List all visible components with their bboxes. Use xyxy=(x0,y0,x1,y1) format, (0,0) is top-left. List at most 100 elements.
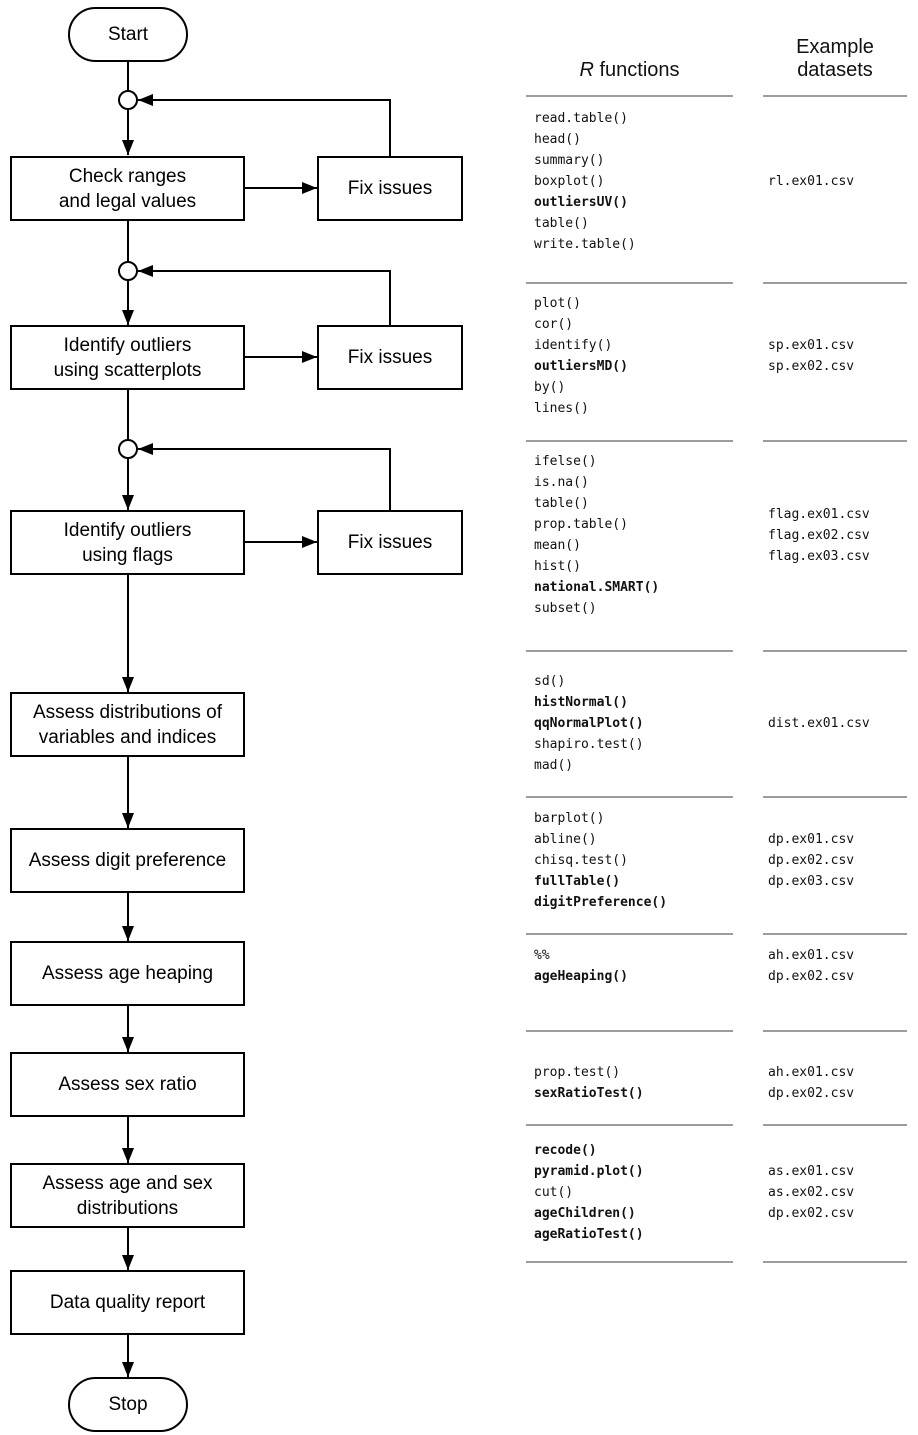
flowchart-step-data-quality-report: Data quality report xyxy=(10,1270,245,1335)
functions-list-stack: barplot()abline()chisq.test()fullTable()… xyxy=(534,808,733,913)
section-separator xyxy=(526,933,733,935)
r-function-item: ageChildren() xyxy=(534,1206,636,1221)
fix-issues-box-1: Fix issues xyxy=(317,156,463,221)
dataset-item: as.ex02.csv xyxy=(768,1185,855,1200)
functions-column-header: R functions xyxy=(526,59,733,82)
datasets-list-stack: sp.ex01.csv sp.ex02.csv xyxy=(768,335,907,377)
r-function-item: qqNormalPlot() xyxy=(534,715,644,731)
fix-issues-box-3: Fix issues xyxy=(317,510,463,575)
r-function-item: table() xyxy=(534,216,589,231)
functions-list: plot()cor()identify()outliersMD()by()lin… xyxy=(526,282,733,440)
loop-junction-circles xyxy=(118,90,138,459)
r-function-item: boxplot() xyxy=(534,174,605,189)
dataset-item: dist.ex01.csv xyxy=(768,715,870,731)
section-separator xyxy=(763,796,907,798)
flowchart-step-assess-age-sex: Assess age and sex distributions xyxy=(10,1163,245,1228)
flowchart-step-check-ranges: Check ranges and legal values xyxy=(10,156,245,221)
r-function-item: mean() xyxy=(534,538,581,553)
datasets-list: dp.ex01.csv dp.ex02.csv dp.ex03.csv xyxy=(763,796,907,933)
section-separator xyxy=(763,282,907,284)
r-function-item: fullTable() xyxy=(534,874,621,889)
dataset-item: sp.ex02.csv xyxy=(768,359,855,374)
dataset-item: flag.ex01.csv xyxy=(768,506,870,522)
section-separator xyxy=(763,1261,907,1263)
datasets-list-stack: ah.ex01.csv dp.ex02.csv xyxy=(768,945,907,987)
r-function-item: lines() xyxy=(534,401,589,416)
r-function-item: ageRatioTest() xyxy=(534,1227,644,1242)
dataset-item: dp.ex02.csv xyxy=(768,1206,855,1221)
functions-list-stack: ifelse()is.na()table()prop.table()mean()… xyxy=(534,451,733,619)
flowchart-stop-node: Stop xyxy=(68,1377,188,1432)
section-separator xyxy=(526,650,733,652)
r-function-item: outliersMD() xyxy=(534,359,628,374)
flowchart-step-outliers-scatterplots: Identify outliers using scatterplots xyxy=(10,325,245,390)
functions-header-italic-r: R xyxy=(579,59,594,81)
section-separator xyxy=(763,1030,907,1032)
r-function-item: sexRatioTest() xyxy=(534,1086,644,1101)
dataset-item: sp.ex01.csv xyxy=(768,338,855,353)
datasets-list: sp.ex01.csv sp.ex02.csv xyxy=(763,282,907,440)
datasets-header-line1: Example xyxy=(796,36,874,58)
r-function-item: by() xyxy=(534,380,566,395)
flowchart-start-node: Start xyxy=(68,7,188,62)
dataset-item: dp.ex02.csv xyxy=(768,968,855,984)
r-function-item: abline() xyxy=(534,832,597,847)
r-function-item: mad() xyxy=(534,757,574,773)
datasets-list-stack: dp.ex01.csv dp.ex02.csv dp.ex03.csv xyxy=(768,829,907,892)
junction-circle xyxy=(118,90,138,110)
datasets-list-stack: rl.ex01.csv xyxy=(768,171,907,192)
dataset-item: dp.ex03.csv xyxy=(768,874,855,889)
dataset-item: ah.ex01.csv xyxy=(768,947,855,963)
functions-list-stack: sd()histNormal()qqNormalPlot()shapiro.te… xyxy=(534,671,733,776)
dataset-item: flag.ex03.csv xyxy=(768,548,870,564)
r-function-item: sd() xyxy=(534,673,566,689)
section-separator xyxy=(763,95,907,97)
r-function-item: ageHeaping() xyxy=(534,968,628,984)
functions-list: barplot()abline()chisq.test()fullTable()… xyxy=(526,796,733,933)
dataset-item: dp.ex02.csv xyxy=(768,853,855,868)
flowchart-step-outliers-flags: Identify outliers using flags xyxy=(10,510,245,575)
r-function-item: pyramid.plot() xyxy=(534,1164,644,1179)
functions-list: prop.test() sexRatioTest() xyxy=(526,1030,733,1124)
r-function-item: cut() xyxy=(534,1185,574,1200)
dataset-item: flag.ex02.csv xyxy=(768,527,870,543)
r-function-item: summary() xyxy=(534,153,605,168)
flowchart-connectors xyxy=(118,62,391,1377)
datasets-list: flag.ex01.csv flag.ex02.csv flag.ex03.csv xyxy=(763,440,907,650)
r-function-item: digitPreference() xyxy=(534,895,668,910)
functions-header-rest: functions xyxy=(599,59,680,81)
functions-list-stack: plot()cor()identify()outliersMD()by()lin… xyxy=(534,293,733,419)
datasets-list: dist.ex01.csv xyxy=(763,650,907,796)
r-function-item: prop.test() xyxy=(534,1065,621,1080)
section-separator xyxy=(526,1030,733,1032)
connector-lines xyxy=(122,62,391,1377)
junction-circle xyxy=(118,261,138,281)
section-separator xyxy=(763,650,907,652)
datasets-column-header: Example datasets xyxy=(763,36,907,82)
junction-circle xyxy=(118,439,138,459)
r-function-item: table() xyxy=(534,496,589,511)
datasets-header-line2: datasets xyxy=(797,59,873,81)
r-function-item: histNormal() xyxy=(534,694,628,710)
r-function-item: recode() xyxy=(534,1143,597,1158)
section-separator xyxy=(526,95,733,97)
section-separator xyxy=(763,1124,907,1126)
functions-list-stack: %%ageHeaping() xyxy=(534,945,733,987)
functions-list-stack: prop.test() sexRatioTest() xyxy=(534,1062,733,1104)
functions-list: sd()histNormal()qqNormalPlot()shapiro.te… xyxy=(526,650,733,796)
r-function-item: cor() xyxy=(534,317,574,332)
r-function-item: outliersUV() xyxy=(534,195,628,210)
dataset-item: dp.ex01.csv xyxy=(768,832,855,847)
functions-list: %%ageHeaping() xyxy=(526,933,733,1030)
dataset-item: dp.ex02.csv xyxy=(768,1086,855,1101)
section-separator xyxy=(763,933,907,935)
r-function-item: ifelse() xyxy=(534,454,597,469)
flowchart-step-assess-age-heaping: Assess age heaping xyxy=(10,941,245,1006)
section-separator xyxy=(526,1124,733,1126)
r-function-item: plot() xyxy=(534,296,581,311)
r-function-item: hist() xyxy=(534,559,581,574)
r-function-item: write.table() xyxy=(534,237,636,252)
